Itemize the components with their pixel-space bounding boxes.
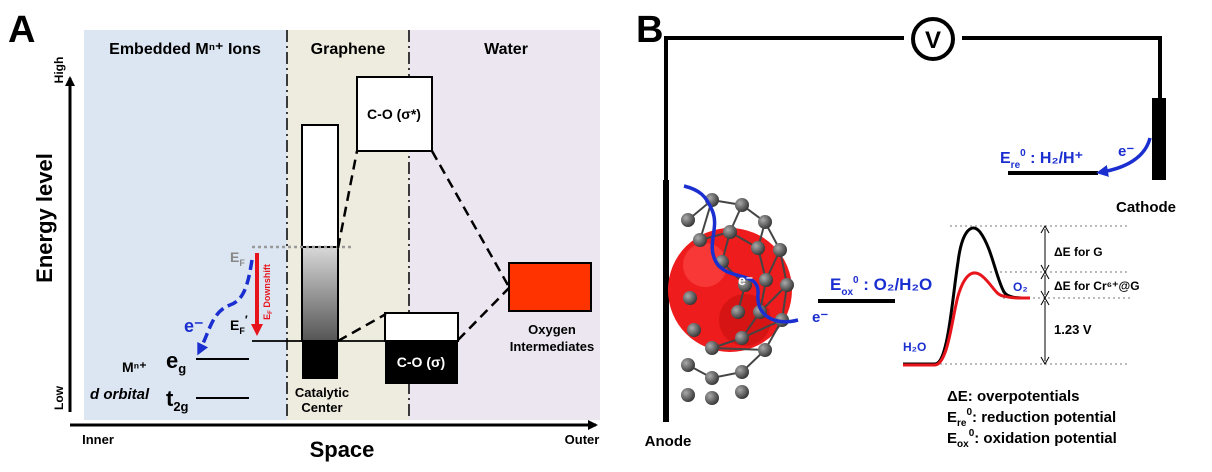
legend-line-2: Ere0: reduction potential — [947, 407, 1116, 429]
region-title-water: Water — [484, 41, 528, 58]
electron-path-cathode — [1096, 137, 1152, 177]
curve-cr-graphene — [903, 271, 1031, 367]
legend-line-3: Eox0: oxidation potential — [947, 428, 1117, 450]
h2o-label: H₂O — [903, 340, 926, 354]
electron-label-cathode: e⁻ — [1118, 143, 1134, 160]
downshift-label: EF Downshift — [262, 264, 274, 320]
catalytic-label-1: Catalytic — [295, 385, 349, 400]
electron-label-b1: e⁻ — [672, 169, 688, 186]
fullerene-molecule — [668, 193, 794, 405]
x-axis-label: Space — [310, 437, 375, 462]
voltmeter-label: V — [925, 27, 941, 54]
y-axis-low: Low — [52, 385, 66, 410]
oxygen-intermediates-box — [508, 262, 592, 312]
e-re-label: Ere0 : H₂/H⁺ — [1000, 148, 1083, 171]
de-g-label: ΔE for G — [1054, 245, 1103, 259]
co-sigma-star-label: C-O (σ*) — [367, 106, 421, 122]
co-sigma-box-upper — [384, 312, 459, 342]
voltmeter — [911, 17, 955, 61]
ef-label: EF — [230, 249, 245, 268]
t2g-label: t2g — [166, 386, 189, 414]
graphene-band-white — [301, 124, 339, 248]
panel-b: B V Cathode Anode — [636, 9, 1176, 450]
anode-label: Anode — [645, 433, 692, 450]
curve-graphene — [903, 226, 1031, 366]
mn-label: Mⁿ⁺ — [122, 359, 147, 375]
panel-a: A Embedded Mⁿ⁺ Ions Graphene Water Energ… — [8, 9, 600, 462]
energy-profile: O₂ H₂O ΔE for G ΔE for Cr⁶⁺@G 1.23 V — [903, 224, 1140, 367]
electron-label-b3: e⁻ — [738, 272, 753, 288]
region-embedded — [84, 30, 287, 420]
co-sigma-box — [385, 341, 458, 384]
d-orbital-label: d orbital — [90, 386, 150, 403]
panel-a-letter: A — [8, 9, 35, 51]
co-sigma-label: C-O (σ) — [397, 354, 445, 370]
co-sigma-star-box — [356, 76, 433, 152]
o2-label: O₂ — [1013, 280, 1028, 294]
ef-prime-label: EF′ — [230, 313, 248, 336]
region-title-embedded: Embedded Mⁿ⁺ Ions — [109, 41, 261, 58]
v123-label: 1.23 V — [1054, 322, 1092, 337]
legend-line-1: ΔE: overpotentials — [947, 388, 1079, 405]
circuit-wire-left — [664, 36, 904, 410]
e-ox-label: Eox0 : O₂/H₂O — [830, 275, 932, 298]
graphene-band-core — [302, 341, 338, 379]
x-axis-outer: Outer — [565, 432, 600, 447]
catalytic-label-2: Center — [301, 400, 342, 415]
electron-path-b — [683, 184, 799, 324]
oxygen-label-1: Oxygen — [528, 322, 576, 337]
region-title-graphene: Graphene — [311, 41, 386, 58]
cathode-label: Cathode — [1116, 199, 1176, 216]
legend: ΔE: overpotentials Ere0: reduction poten… — [947, 388, 1117, 450]
eg-label: eg — [166, 348, 186, 376]
panel-b-letter: B — [636, 9, 663, 51]
y-axis-label: Energy level — [32, 153, 57, 283]
oxygen-label-2: Intermediates — [510, 339, 595, 354]
electron-label-a: e⁻ — [184, 316, 204, 336]
orbital-connectors — [336, 150, 511, 343]
graphene-band-filled — [301, 246, 339, 342]
circuit-wire-right — [962, 36, 1162, 100]
cathode-plate — [1152, 98, 1166, 180]
y-axis-high: High — [52, 57, 66, 84]
x-axis-inner: Inner — [82, 432, 114, 447]
electron-label-b4: e⁻ — [812, 309, 828, 326]
electron-label-b2: e⁻ — [720, 207, 735, 223]
electron-path-a — [197, 259, 254, 356]
de-cr-label: ΔE for Cr⁶⁺@G — [1054, 279, 1140, 293]
